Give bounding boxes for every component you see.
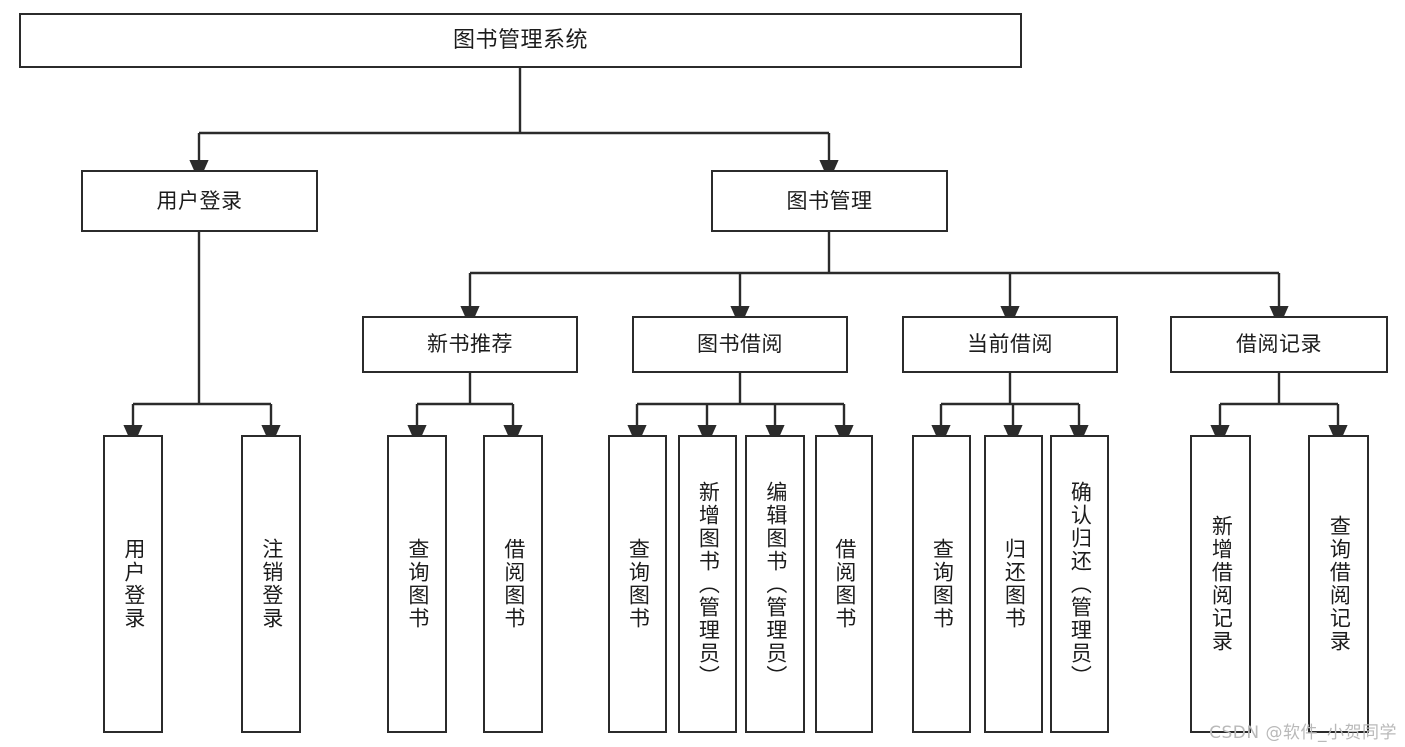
node-label: 图书借阅 <box>697 332 783 357</box>
node-book-manage[interactable]: 图书管理 <box>711 170 948 232</box>
node-label: 编辑图书（管理员） <box>763 480 788 688</box>
node-label: 归还图书 <box>1002 538 1027 630</box>
node-label: 新书推荐 <box>427 332 513 357</box>
node-label: 图书管理 <box>786 188 873 213</box>
node-label: 查询借阅记录 <box>1327 515 1352 653</box>
node-new-book-recommend[interactable]: 新书推荐 <box>362 316 578 373</box>
node-user-login[interactable]: 用户登录 <box>81 170 318 232</box>
node-label: 查询图书 <box>405 538 430 630</box>
node-label: 借阅图书 <box>832 538 857 630</box>
node-leaf-query-borrow-record[interactable]: 查询借阅记录 <box>1308 435 1369 733</box>
node-leaf-confirm-return[interactable]: 确认归还（管理员） <box>1050 435 1109 733</box>
node-leaf-query-book-2[interactable]: 查询图书 <box>608 435 667 733</box>
node-leaf-return-book[interactable]: 归还图书 <box>984 435 1043 733</box>
node-label: 新增借阅记录 <box>1209 515 1234 653</box>
node-leaf-borrow-book-2[interactable]: 借阅图书 <box>815 435 873 733</box>
node-label: 用户登录 <box>156 188 243 213</box>
node-leaf-logout[interactable]: 注销登录 <box>241 435 301 733</box>
node-borrow-record[interactable]: 借阅记录 <box>1170 316 1388 373</box>
node-label: 借阅图书 <box>501 538 526 630</box>
node-current-borrow[interactable]: 当前借阅 <box>902 316 1118 373</box>
node-leaf-add-book[interactable]: 新增图书（管理员） <box>678 435 737 733</box>
node-book-borrow[interactable]: 图书借阅 <box>632 316 848 373</box>
node-label: 新增图书（管理员） <box>696 480 721 688</box>
node-label: 当前借阅 <box>967 332 1053 357</box>
node-root[interactable]: 图书管理系统 <box>19 13 1022 68</box>
node-label: 确认归还（管理员） <box>1068 480 1093 688</box>
node-leaf-borrow-book-1[interactable]: 借阅图书 <box>483 435 543 733</box>
node-leaf-query-book-3[interactable]: 查询图书 <box>912 435 971 733</box>
node-label: 用户登录 <box>121 538 146 630</box>
node-leaf-user-login[interactable]: 用户登录 <box>103 435 163 733</box>
node-leaf-add-borrow-record[interactable]: 新增借阅记录 <box>1190 435 1251 733</box>
node-label: 注销登录 <box>259 538 284 630</box>
node-label: 借阅记录 <box>1236 332 1322 357</box>
node-label: 查询图书 <box>626 538 651 630</box>
csdn-watermark: CSDN @软件_小贺同学 <box>1209 723 1397 743</box>
node-leaf-query-book-1[interactable]: 查询图书 <box>387 435 447 733</box>
node-leaf-edit-book[interactable]: 编辑图书（管理员） <box>745 435 805 733</box>
node-label: 图书管理系统 <box>452 27 588 53</box>
node-label: 查询图书 <box>930 538 955 630</box>
